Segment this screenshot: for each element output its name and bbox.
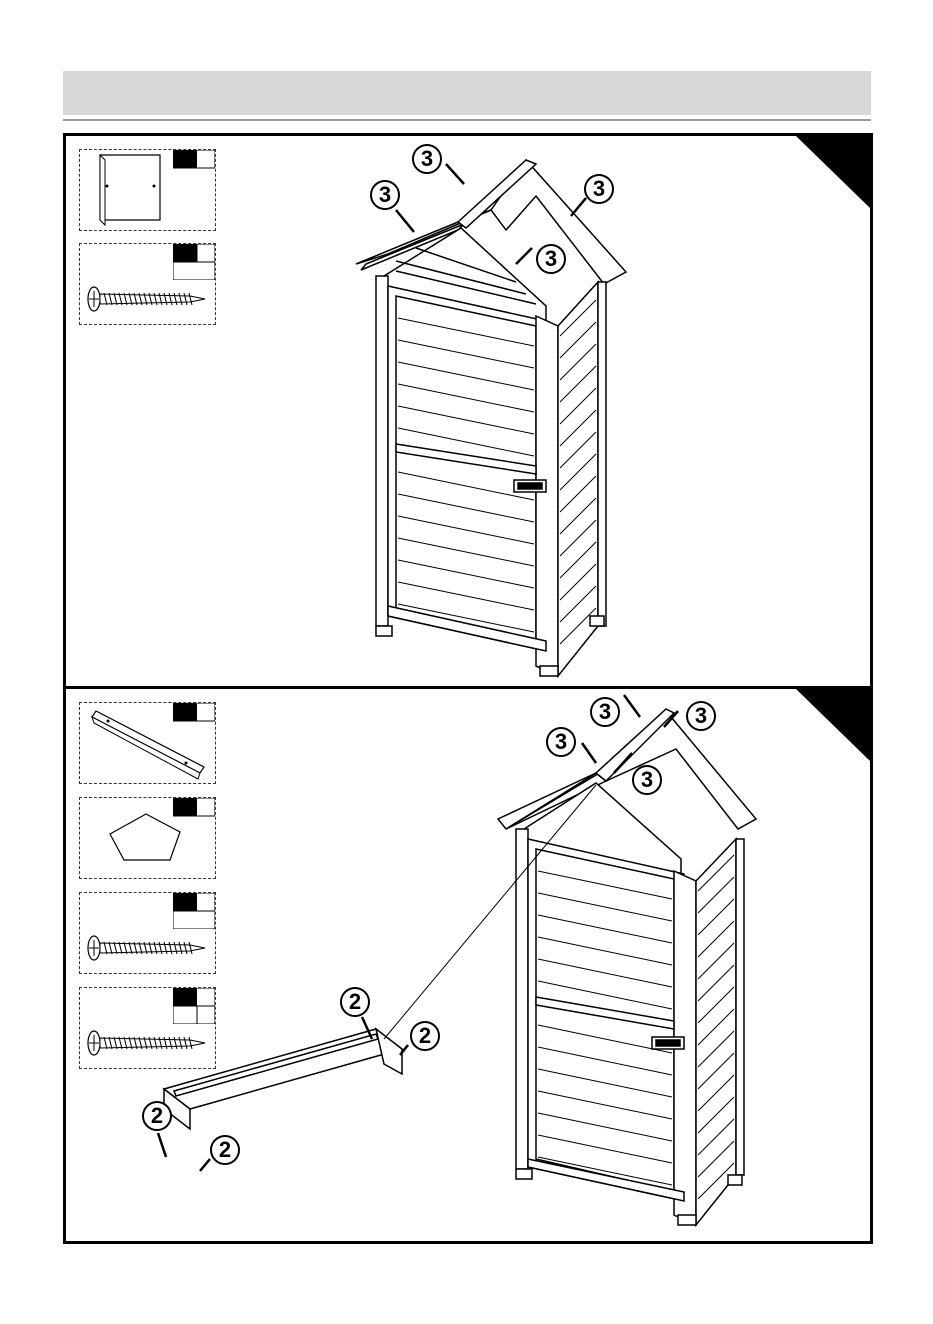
part-box-screw (79, 892, 216, 974)
part-box-pentagon-cap (79, 797, 216, 879)
quantity-badge (173, 988, 215, 1024)
callout-screw: 3 (584, 174, 614, 204)
shed-illustration (164, 709, 756, 1225)
quantity-badge (173, 150, 215, 186)
callout-screw: 3 (686, 701, 716, 731)
callout-screw: 3 (590, 697, 620, 727)
part-box-screw (79, 243, 216, 325)
step-corner-marker (796, 136, 870, 208)
quantity-badge (173, 893, 215, 929)
callout-screw: 2 (210, 1135, 240, 1165)
callout-screw: 3 (546, 727, 576, 757)
part-box-ridge-bar (79, 702, 216, 784)
step-panel-1: 3 3 3 3 (63, 133, 873, 689)
header-rule (63, 119, 871, 121)
step-panel-2: 3 3 3 3 2 2 2 2 (63, 686, 873, 1244)
callout-screw: 3 (412, 144, 442, 174)
step-corner-marker (796, 689, 870, 761)
part-box-screw (79, 987, 216, 1069)
callout-screw: 3 (370, 180, 400, 210)
header-bar (63, 71, 871, 115)
callout-screw: 3 (632, 765, 662, 795)
callout-screw: 2 (142, 1101, 172, 1131)
quantity-badge (173, 244, 215, 280)
quantity-badge (173, 798, 215, 834)
callout-screw: 2 (340, 987, 370, 1017)
shed-illustration (356, 160, 626, 676)
part-box-side-panel (79, 149, 216, 231)
callout-screw: 3 (536, 244, 566, 274)
callout-screw: 2 (410, 1021, 440, 1051)
quantity-badge (173, 703, 215, 739)
